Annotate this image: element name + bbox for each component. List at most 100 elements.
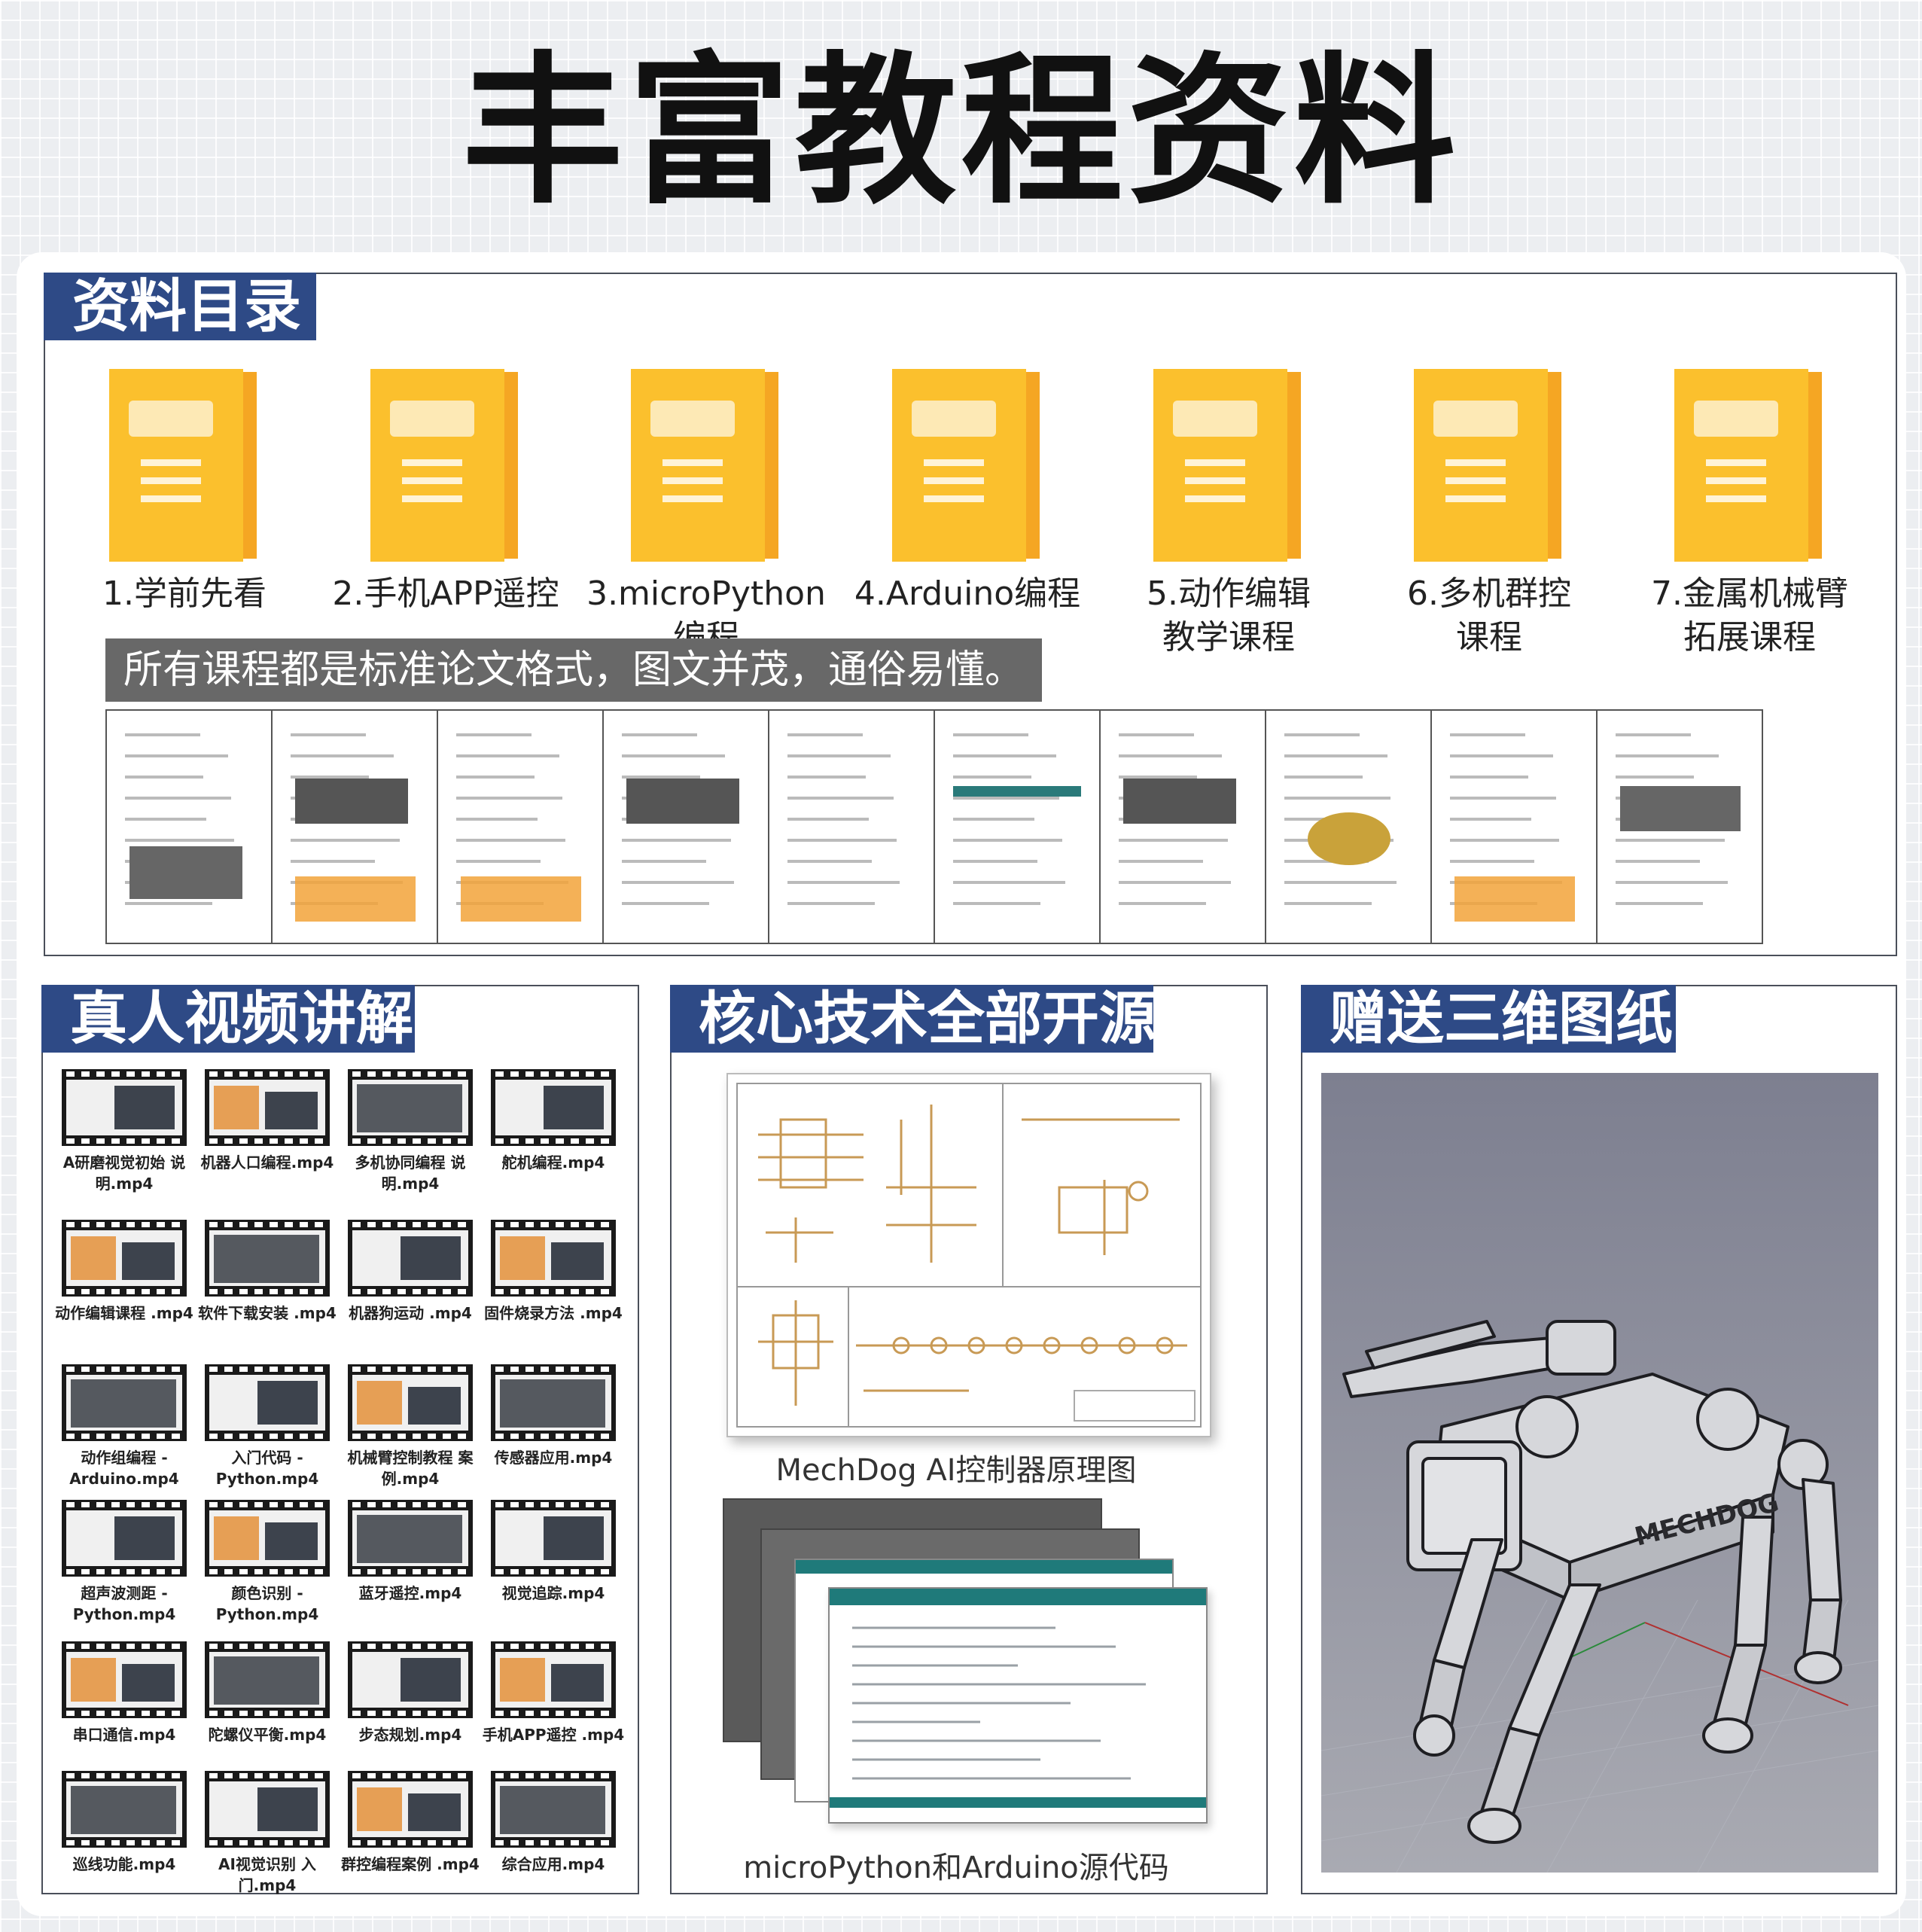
video-tag: 真人视频讲解 (41, 985, 415, 1053)
paper-page-thumbnail (768, 709, 935, 944)
drawing-tag: 赠送三维图纸 (1301, 985, 1676, 1053)
video-thumbnail-icon (62, 1220, 187, 1297)
video-filename: 动作编辑课程 .mp4 (55, 1304, 193, 1322)
video-item[interactable]: 动作编辑课程 .mp4 (55, 1220, 193, 1348)
video-thumbnail-icon (491, 1771, 616, 1848)
video-thumbnail-icon (205, 1641, 330, 1718)
video-item[interactable]: 入门代码 -Python.mp4 (205, 1364, 333, 1492)
video-item[interactable]: A研磨视觉初始 说明.mp4 (62, 1069, 190, 1197)
paper-page-thumbnail (934, 709, 1101, 944)
video-item[interactable]: 综合应用.mp4 (491, 1771, 619, 1899)
video-filename: 步态规划.mp4 (358, 1726, 462, 1744)
video-thumbnail-icon (62, 1500, 187, 1577)
folder-label: 6.多机群控 (1407, 574, 1571, 613)
schematic-caption: MechDog AI控制器原理图 (775, 1453, 1137, 1488)
schematic-drawing (736, 1083, 1202, 1428)
schematic-sheet (726, 1073, 1211, 1437)
paper-page-thumbnail (271, 709, 438, 944)
opensource-tag: 核心技术全部开源 (670, 985, 1156, 1053)
video-thumbnail-icon (205, 1500, 330, 1577)
video-filename: 舵机编程.mp4 (501, 1153, 605, 1172)
video-thumbnail-icon (62, 1641, 187, 1718)
catalog-tag: 资料目录 (44, 273, 316, 340)
video-filename: A研磨视觉初始 说明.mp4 (62, 1153, 186, 1193)
video-thumbnail-icon (491, 1220, 616, 1297)
video-filename: 蓝牙遥控.mp4 (358, 1584, 462, 1602)
video-thumbnail-icon (491, 1641, 616, 1718)
video-filename: 综合应用.mp4 (501, 1855, 605, 1873)
video-filename: 串口通信.mp4 (72, 1726, 176, 1744)
video-item[interactable]: 群控编程案例 .mp4 (341, 1771, 480, 1899)
video-filename: 陀螺仪平衡.mp4 (208, 1726, 327, 1744)
video-item[interactable]: 动作组编程 -Arduino.mp4 (62, 1364, 190, 1492)
video-item[interactable]: 机器狗运动 .mp4 (348, 1220, 476, 1348)
video-filename: 颜色识别 -Python.mp4 (215, 1584, 319, 1623)
format-banner: 所有课程都是标准论文格式，图文并茂，通俗易懂。 (105, 638, 1043, 702)
video-thumbnail-icon (348, 1364, 473, 1441)
video-item[interactable]: 步态规划.mp4 (348, 1641, 476, 1769)
video-thumbnail-icon (491, 1364, 616, 1441)
video-thumbnail-icon (62, 1364, 187, 1441)
folder-label-line2: 拓展课程 (1683, 618, 1816, 657)
folder-label: 1.学前先看 (102, 574, 267, 613)
video-item[interactable]: AI视觉识别 入门.mp4 (205, 1771, 333, 1899)
video-item[interactable]: 串口通信.mp4 (62, 1641, 190, 1769)
video-item[interactable]: 陀螺仪平衡.mp4 (205, 1641, 333, 1769)
video-thumbnail-icon (62, 1069, 187, 1146)
video-filename: 传感器应用.mp4 (494, 1449, 613, 1467)
paper-page-thumbnail (437, 709, 604, 944)
video-item[interactable]: 巡线功能.mp4 (62, 1771, 190, 1899)
video-item[interactable]: 机器人口编程.mp4 (201, 1069, 334, 1197)
code-window-stack (723, 1498, 1208, 1824)
cad-viewport: MECHDOG (1320, 1073, 1879, 1873)
video-thumbnail-icon (62, 1771, 187, 1848)
video-thumbnail-icon (205, 1771, 330, 1848)
video-thumbnail-icon (348, 1500, 473, 1577)
video-thumbnail-icon (205, 1364, 330, 1441)
folder-label-line2: 课程 (1456, 618, 1522, 657)
video-thumbnail-icon (205, 1220, 330, 1297)
folder-icon (892, 369, 1040, 562)
video-item[interactable]: 机械臂控制教程 案例.mp4 (348, 1364, 476, 1492)
video-thumbnail-icon (348, 1771, 473, 1848)
paper-page-thumbnail (1596, 709, 1763, 944)
video-filename: 固件烧录方法 .mp4 (484, 1304, 623, 1322)
folder-icon (370, 369, 518, 562)
video-item[interactable]: 固件烧录方法 .mp4 (484, 1220, 623, 1348)
video-item[interactable]: 蓝牙遥控.mp4 (348, 1500, 476, 1628)
video-item[interactable]: 视觉追踪.mp4 (491, 1500, 619, 1628)
video-item[interactable]: 传感器应用.mp4 (491, 1364, 619, 1492)
folder-label: 4.Arduino编程 (854, 574, 1081, 613)
folder-label: 7.金属机械臂 (1651, 574, 1848, 613)
code-caption: microPython和Arduino源代码 (743, 1851, 1169, 1885)
code-window-front (828, 1587, 1208, 1824)
video-thumbnail-icon (348, 1220, 473, 1297)
folder-icon (109, 369, 257, 562)
video-filename: 软件下载安装 .mp4 (198, 1304, 337, 1322)
video-item[interactable]: 超声波测距 -Python.mp4 (62, 1500, 190, 1628)
folder-icon (1674, 369, 1822, 562)
page-title: 丰富教程资料 (461, 37, 1461, 226)
folder-icon (1414, 369, 1561, 562)
video-filename: 动作组编程 -Arduino.mp4 (69, 1449, 179, 1488)
video-item[interactable]: 颜色识别 -Python.mp4 (205, 1500, 333, 1628)
paper-page-thumbnail (1099, 709, 1266, 944)
video-filename: AI视觉识别 入门.mp4 (218, 1855, 316, 1894)
video-filename: 超声波测距 -Python.mp4 (72, 1584, 176, 1623)
video-filename: 群控编程案例 .mp4 (341, 1855, 480, 1873)
video-item[interactable]: 软件下载安装 .mp4 (198, 1220, 337, 1348)
video-item[interactable]: 手机APP遥控 .mp4 (483, 1641, 624, 1769)
video-filename: 手机APP遥控 .mp4 (482, 1726, 625, 1744)
video-filename: 机器狗运动 .mp4 (349, 1304, 472, 1322)
paper-page-thumbnail (105, 709, 273, 944)
video-item[interactable]: 多机协同编程 说明.mp4 (348, 1069, 476, 1197)
paper-page-thumbnail (1265, 709, 1432, 944)
paper-page-thumbnail (1430, 709, 1598, 944)
video-filename: 巡线功能.mp4 (72, 1855, 176, 1873)
video-filename: 多机协同编程 说明.mp4 (355, 1153, 466, 1193)
robot-dog-3d-model: MECHDOG (1320, 1320, 1879, 1873)
paper-pages-strip (105, 709, 1766, 944)
video-item[interactable]: 舵机编程.mp4 (491, 1069, 619, 1197)
video-filename: 机械臂控制教程 案例.mp4 (347, 1449, 474, 1488)
video-filename: 入门代码 -Python.mp4 (215, 1449, 319, 1488)
